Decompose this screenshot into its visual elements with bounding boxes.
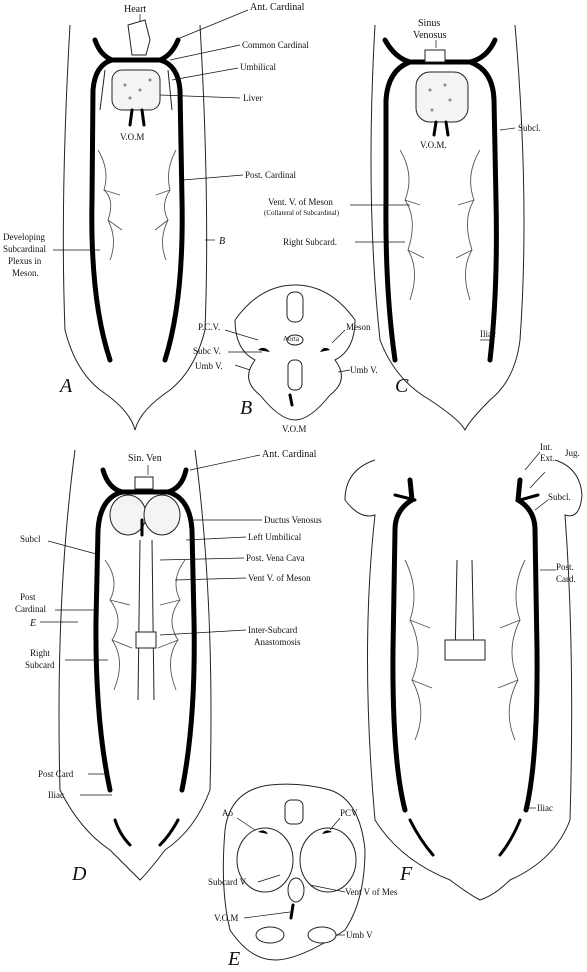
panel-d: Sin. Ven Ant. Cardinal Subcl Ductus Veno… — [15, 449, 322, 885]
label-right-subcard-1-d: Right — [30, 648, 51, 658]
panel-letter-b: B — [240, 397, 252, 419]
label-vom-e: V.O.M — [214, 913, 238, 923]
label-post-vena: Post. Vena Cava — [246, 553, 305, 563]
label-right-subcard: Right Subcard. — [283, 237, 337, 247]
label-post-card-2-f: Card. — [556, 574, 576, 584]
label-iliac-f: Iliac — [537, 803, 553, 813]
label-umb-v-right: Umb V. — [350, 365, 378, 375]
label-ao-e: Ao — [222, 808, 233, 818]
label-post-card-d: Post Card — [38, 769, 74, 779]
label-ext: Ext. — [540, 453, 555, 463]
label-meson-b: Meson — [346, 322, 371, 332]
panel-letter-e: E — [227, 948, 240, 970]
label-e-marker: E — [29, 618, 36, 629]
label-ant-cardinal-d: Ant. Cardinal — [262, 449, 317, 460]
liver-right-d — [144, 495, 180, 535]
panel-e: Ao PCV Subcard V Vent V of Mes V.O.M Umb… — [208, 784, 398, 970]
label-developing-4: Meson. — [12, 268, 39, 278]
label-vent-v-d: Vent V. of Meson — [248, 573, 311, 583]
label-jug: Jug. — [565, 448, 580, 458]
label-post-card-1-f: Post. — [556, 562, 574, 572]
label-developing-2: Subcardinal — [3, 244, 46, 254]
panel-letter-d: D — [71, 863, 87, 885]
panel-letter-f: F — [399, 863, 413, 885]
label-subcl-f: Subcl. — [548, 492, 571, 502]
label-ductus: Ductus Venosus — [264, 515, 322, 525]
panel-b: P.C.V. Meson Aorta Subc V. Umb V. Umb V.… — [193, 285, 378, 434]
label-inter-2: Anastomosis — [254, 637, 301, 647]
label-umb-v-left: Umb V. — [195, 361, 223, 371]
label-developing-1: Developing — [3, 232, 45, 242]
label-post-cardinal: Post. Cardinal — [245, 170, 296, 180]
label-b-marker: B — [219, 236, 225, 247]
label-ant-cardinal-a: Ant. Cardinal — [250, 2, 305, 13]
label-subcl-c: Subcl. — [518, 123, 541, 133]
liver-shape — [112, 70, 160, 110]
label-sinus-1: Sinus — [418, 18, 440, 29]
label-post-cardinal-1-d: Post — [20, 592, 36, 602]
label-vent-v-e: Vent V of Mes — [345, 887, 398, 897]
panel-letter-a: A — [58, 375, 73, 397]
liver-shape-c — [416, 72, 468, 122]
label-subcard-v-e: Subcard V — [208, 877, 247, 887]
heart-shape — [128, 20, 150, 55]
label-vent-v-2: (Collateral of Subcardinal) — [264, 209, 340, 217]
label-post-cardinal-2-d: Cardinal — [15, 604, 46, 614]
label-subcl-d: Subcl — [20, 534, 41, 544]
label-umbilical: Umbilical — [240, 62, 276, 72]
label-aorta-b: Aorta — [283, 335, 300, 343]
panel-letter-c: C — [395, 375, 409, 397]
label-common-cardinal: Common Cardinal — [242, 40, 309, 50]
label-vom-c: V.O.M. — [420, 140, 447, 150]
label-inter-1: Inter-Subcard — [248, 625, 298, 635]
label-iliac-c: Iliac — [480, 329, 496, 339]
label-subc-v: Subc V. — [193, 346, 221, 356]
label-developing-3: Plexus in — [8, 256, 42, 266]
label-liver: Liver — [243, 93, 263, 103]
label-heart: Heart — [124, 4, 146, 15]
label-int: Int. — [540, 442, 552, 452]
label-left-umb: Left Umbilical — [248, 532, 302, 542]
label-vent-v-1: Vent. V. of Meson — [268, 197, 333, 207]
label-iliac-d: Iliac — [48, 790, 64, 800]
label-umb-v-e: Umb V — [346, 930, 373, 940]
panel-c: Sinus Venosus Subcl. V.O.M. Vent. V. of … — [264, 18, 541, 430]
label-right-subcard-2-d: Subcard — [25, 660, 55, 670]
label-vom-b: V.O.M — [282, 424, 306, 434]
label-sin-ven: Sin. Ven — [128, 453, 162, 464]
panel-f: Int. Ext. Jug. Subcl. Post. Card. Iliac … — [345, 442, 582, 900]
label-pcv-b: P.C.V. — [198, 322, 220, 332]
label-sinus-2: Venosus — [413, 30, 446, 41]
label-pcv-e: PCV — [340, 808, 358, 818]
label-vom-a: V.O.M — [120, 132, 144, 142]
